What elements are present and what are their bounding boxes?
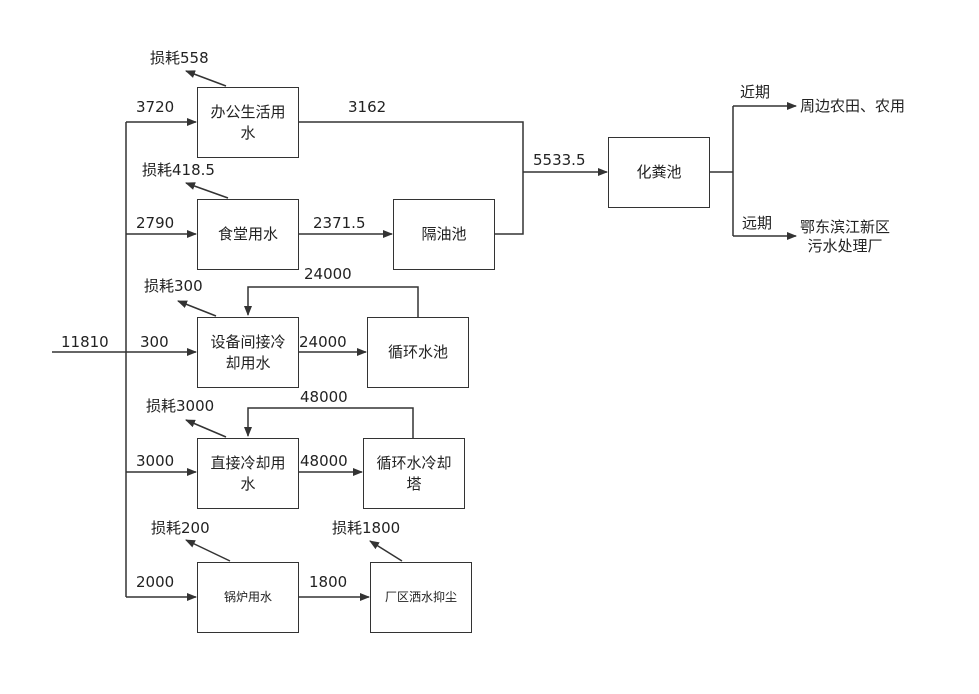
office-water-box: 办公生活用水 <box>197 87 299 158</box>
indirect-out-label: 24000 <box>299 333 347 351</box>
dest-near-label: 周边农田、农用 <box>800 97 906 115</box>
dest-far-label: 鄂东滨江新区 污水处理厂 <box>800 218 890 256</box>
office-to-septic-line <box>298 121 524 172</box>
loss-direct-label: 损耗3000 <box>146 397 215 415</box>
office-in-label: 3720 <box>136 98 175 116</box>
cooling-tower-label: 循环水冷却塔 <box>376 453 452 493</box>
direct-out-label: 48000 <box>300 452 348 470</box>
loss-arrow-canteen <box>185 182 229 199</box>
loss-arrow-indirect <box>177 300 217 317</box>
office-out-label: 3162 <box>348 98 387 116</box>
indirect-cooling-box: 设备间接冷却用水 <box>197 317 299 388</box>
boiler-water-box: 锅炉用水 <box>197 562 299 633</box>
indirect-return-label: 24000 <box>304 265 352 283</box>
far-term-label: 远期 <box>742 214 773 232</box>
office-water-label: 办公生活用水 <box>210 102 286 142</box>
canteen-out-label: 2371.5 <box>313 214 366 232</box>
loss-indirect-label: 损耗300 <box>144 277 203 295</box>
septic-in-label: 5533.5 <box>533 151 586 169</box>
direct-return-loop <box>244 407 414 438</box>
circulation-pool-label: 循环水池 <box>387 343 448 361</box>
loss-arrow-boiler <box>185 539 231 562</box>
loss-office-label: 损耗558 <box>150 49 209 67</box>
septic-tank-label: 化粪池 <box>636 163 682 181</box>
circulation-pool-box: 循环水池 <box>367 317 469 388</box>
indirect-return-loop <box>244 286 419 317</box>
dust-suppression-label: 厂区洒水抑尘 <box>384 590 457 604</box>
oil-trap-box: 隔油池 <box>393 199 495 270</box>
loss-arrow-dust <box>369 540 403 562</box>
oil-trap-label: 隔油池 <box>421 225 467 243</box>
direct-cooling-label: 直接冷却用水 <box>210 453 286 493</box>
dest-far-line2: 污水处理厂 <box>807 237 883 255</box>
canteen-in-label: 2790 <box>136 214 175 232</box>
boiler-in-label: 2000 <box>136 573 175 591</box>
boiler-out-label: 1800 <box>309 573 348 591</box>
dest-far-line1: 鄂东滨江新区 <box>800 218 891 236</box>
dust-suppression-box: 厂区洒水抑尘 <box>370 562 472 633</box>
total-flow-label: 11810 <box>61 333 109 351</box>
loss-dust-label: 损耗1800 <box>332 519 401 537</box>
direct-in-label: 3000 <box>136 452 175 470</box>
oiltrap-to-septic-line <box>493 172 524 235</box>
indirect-cooling-label: 设备间接冷却用水 <box>210 332 286 372</box>
canteen-water-box: 食堂用水 <box>197 199 299 270</box>
indirect-in-label: 300 <box>140 333 169 351</box>
canteen-water-label: 食堂用水 <box>217 225 278 243</box>
direct-return-label: 48000 <box>300 388 348 406</box>
loss-boiler-label: 损耗200 <box>151 519 210 537</box>
loss-canteen-label: 损耗418.5 <box>142 161 215 179</box>
septic-tank-box: 化粪池 <box>608 137 710 208</box>
near-term-label: 近期 <box>740 83 771 101</box>
loss-arrow-office <box>185 70 227 87</box>
cooling-tower-box: 循环水冷却塔 <box>363 438 465 509</box>
direct-cooling-box: 直接冷却用水 <box>197 438 299 509</box>
boiler-water-label: 锅炉用水 <box>223 590 272 604</box>
loss-arrow-direct <box>185 419 227 438</box>
